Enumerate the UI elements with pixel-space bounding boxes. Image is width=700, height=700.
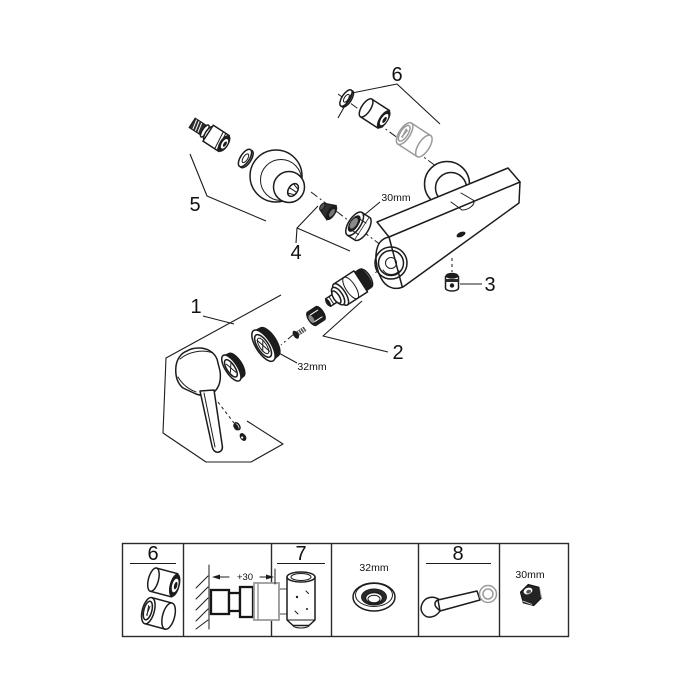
part-5-union-escutcheon: 5 xyxy=(188,117,306,222)
hex-nut-icon xyxy=(519,583,543,607)
s-union-icon xyxy=(188,117,231,153)
fixing-screw-icon xyxy=(239,433,247,441)
legend-cell-wrench: 8 xyxy=(420,543,498,618)
legend-cell-hex-nut: 30mm xyxy=(515,569,545,607)
valve-plug-icon xyxy=(319,202,338,221)
washer-icon xyxy=(237,148,254,169)
lever-handle-icon xyxy=(175,347,224,453)
legend-dim-30mm: 30mm xyxy=(515,569,544,581)
washer-icon xyxy=(339,88,355,108)
callout-4: 4 xyxy=(290,242,301,264)
wall-mount-extension-icon xyxy=(253,582,291,621)
legend-num-8: 8 xyxy=(452,543,463,565)
legend-num-6: 6 xyxy=(147,543,158,565)
extension-set-icon xyxy=(140,596,177,630)
part-1-handle-group: 1 32mm xyxy=(162,294,327,463)
extension-cylinder-icon xyxy=(358,98,391,129)
outlet-slot-icon xyxy=(456,231,466,238)
extension-set-icon xyxy=(146,567,181,598)
cap-ring-icon xyxy=(251,326,281,363)
fixing-screw-icon xyxy=(233,422,241,431)
escutcheon-icon xyxy=(249,149,306,204)
socket-cap-icon xyxy=(395,121,433,158)
dim-30mm-label: 30mm xyxy=(381,192,410,204)
spacer-ring-icon xyxy=(220,352,246,382)
extension-sleeve-icon xyxy=(286,571,316,629)
stop-screw-icon xyxy=(444,272,460,292)
legend-cell-seal-ring: 32mm xyxy=(352,562,396,612)
dim-32mm-label: 32mm xyxy=(297,361,326,373)
part-3-stop-screw: 3 xyxy=(444,258,496,296)
callout-5: 5 xyxy=(189,194,200,216)
legend-cell-extension-set: 6 xyxy=(130,543,181,630)
union-nut-icon xyxy=(344,211,372,242)
callout-3: 3 xyxy=(484,274,495,296)
cartridge-nut-icon xyxy=(306,305,326,327)
dim-plus30-label: +30 xyxy=(237,572,253,583)
part-2-cartridge-group: 2 xyxy=(292,268,404,364)
legend-num-7: 7 xyxy=(295,543,306,565)
handle-screw-icon xyxy=(292,326,307,339)
callout-6: 6 xyxy=(391,64,402,86)
part-6-extension-set: 6 xyxy=(337,64,441,158)
open-end-wrench-icon xyxy=(420,584,498,618)
legend-cell-wall-extension: +30 xyxy=(195,564,291,630)
seal-ring-icon xyxy=(352,582,396,612)
cartridge-socket-icon xyxy=(374,246,408,280)
callout-2: 2 xyxy=(392,342,403,364)
legend-cell-extension-sleeve: 7 xyxy=(277,543,325,629)
legend-dim-32mm: 32mm xyxy=(359,562,388,574)
legend-table: 6 xyxy=(121,542,570,638)
part-4-nut-group: 30mm 4 xyxy=(290,192,410,264)
callout-1: 1 xyxy=(190,296,201,318)
cartridge-icon xyxy=(324,268,374,308)
mixer-body xyxy=(374,160,521,290)
